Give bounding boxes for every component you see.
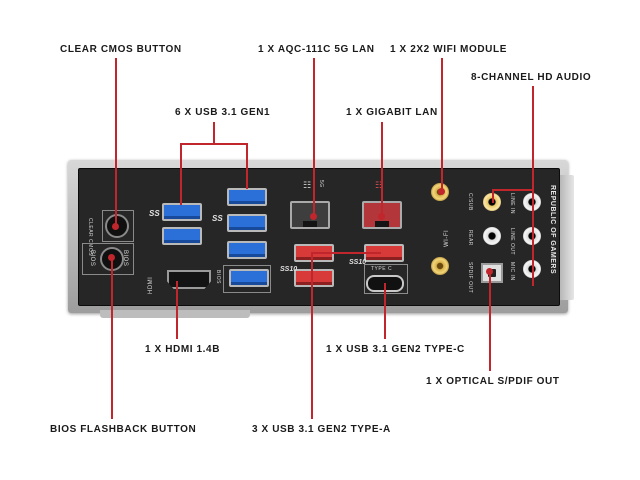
mic-in-text: MIC IN bbox=[509, 262, 515, 281]
spdif-out-text: SPDIF OUT bbox=[467, 262, 473, 294]
callout-line-wifi bbox=[441, 58, 443, 190]
callout-line-hd-audio bbox=[532, 86, 534, 286]
usb-gen1-label: 6 X USB 3.1 GEN1 bbox=[175, 107, 271, 118]
ss-usb-icon: SS bbox=[212, 214, 223, 223]
ss10-usb-icon: SS10 bbox=[349, 259, 367, 266]
usb-gen2-port-2[interactable] bbox=[294, 269, 334, 287]
callout-line-clear-cmos bbox=[115, 58, 117, 226]
usb-gen1-port-3[interactable] bbox=[227, 188, 267, 206]
usb-gen1-port-1[interactable] bbox=[162, 203, 202, 221]
type-c-frame bbox=[364, 264, 408, 294]
callout-dot-optical bbox=[486, 268, 493, 275]
callout-dot-bios-flashback bbox=[108, 254, 115, 261]
audio-jack-rear[interactable] bbox=[483, 227, 501, 245]
usb-gen1-port-2[interactable] bbox=[162, 227, 202, 245]
callout-dot-clear-cmos bbox=[112, 223, 119, 230]
callout-line-type-c bbox=[384, 283, 386, 339]
callout-dot-gigabit-lan bbox=[378, 213, 385, 220]
wifi-antenna-connector-2[interactable] bbox=[431, 257, 449, 275]
callout-line-usb-gen1 bbox=[180, 143, 182, 205]
callout-line-usb-gen1 bbox=[213, 122, 215, 144]
rog-brand-text: REPUBLIC OF GAMERS bbox=[549, 185, 556, 275]
callout-line-hd-audio bbox=[492, 189, 494, 203]
network-icon: ☷ bbox=[375, 180, 384, 190]
rear-text: REAR bbox=[467, 230, 473, 246]
callout-line-usb-gen1 bbox=[180, 143, 248, 145]
callout-line-type-a bbox=[311, 252, 313, 419]
optical-label: 1 X OPTICAL S/PDIF OUT bbox=[426, 376, 560, 387]
usb-gen1-port-5[interactable] bbox=[227, 241, 267, 259]
callout-line-optical bbox=[489, 271, 491, 371]
wifi-module-label: 1 X 2X2 WIFI MODULE bbox=[390, 44, 507, 55]
aqc-lan-label: 1 X AQC-111C 5G LAN bbox=[258, 44, 375, 55]
callout-line-usb-gen1 bbox=[246, 143, 248, 189]
type-c-text: TYPE C bbox=[371, 266, 393, 272]
bios-flashback-frame bbox=[82, 243, 134, 275]
clear-cmos-frame bbox=[102, 210, 134, 242]
hdmi-label: 1 X HDMI 1.4B bbox=[145, 344, 221, 355]
gigabit-lan-label: 1 X GIGABIT LAN bbox=[346, 107, 438, 118]
network-icon: ☷ bbox=[303, 180, 312, 190]
callout-line-hd-audio bbox=[492, 189, 534, 191]
bios-usb-text: BIOS bbox=[215, 270, 221, 284]
clear-cmos-label: CLEAR CMOS BUTTON bbox=[60, 44, 182, 55]
line-out-text: LINE OUT bbox=[509, 228, 515, 256]
type-c-label: 1 X USB 3.1 GEN2 TYPE-C bbox=[326, 344, 465, 355]
hd-audio-label: 8-CHANNEL HD AUDIO bbox=[471, 72, 592, 83]
io-shield-tab bbox=[556, 175, 574, 300]
bios-text-left: BIOS bbox=[89, 250, 95, 267]
callout-dot-wifi bbox=[438, 188, 445, 195]
callout-line-gigabit-lan bbox=[381, 122, 383, 218]
line-in-text: LINE IN bbox=[509, 193, 515, 215]
callout-line-type-a bbox=[311, 252, 381, 254]
callout-line-aqc-lan bbox=[313, 58, 315, 218]
ss10-usb-icon: SS10 bbox=[280, 266, 298, 273]
callout-line-bios-flashback bbox=[111, 257, 113, 419]
bios-usb-frame bbox=[223, 265, 271, 293]
ss-usb-icon: SS bbox=[149, 209, 160, 218]
callout-dot-aqc-lan bbox=[310, 213, 317, 220]
lan-5g-text: 5G bbox=[318, 180, 324, 188]
hdmi-port[interactable] bbox=[167, 270, 211, 289]
wifi-text: WI-FI bbox=[444, 229, 450, 247]
usb-gen1-port-6[interactable] bbox=[229, 269, 269, 287]
usb-gen1-port-4[interactable] bbox=[227, 214, 267, 232]
bios-text-right: BIOS bbox=[122, 250, 128, 267]
csub-text: C/SUB bbox=[467, 193, 473, 211]
io-shield-bottom-tab bbox=[100, 310, 250, 318]
callout-line-hdmi bbox=[176, 281, 178, 339]
bios-flashback-label: BIOS FLASHBACK BUTTON bbox=[50, 424, 197, 435]
type-a-label: 3 X USB 3.1 GEN2 TYPE-A bbox=[252, 424, 391, 435]
hdmi-text: HDMI bbox=[148, 276, 154, 294]
